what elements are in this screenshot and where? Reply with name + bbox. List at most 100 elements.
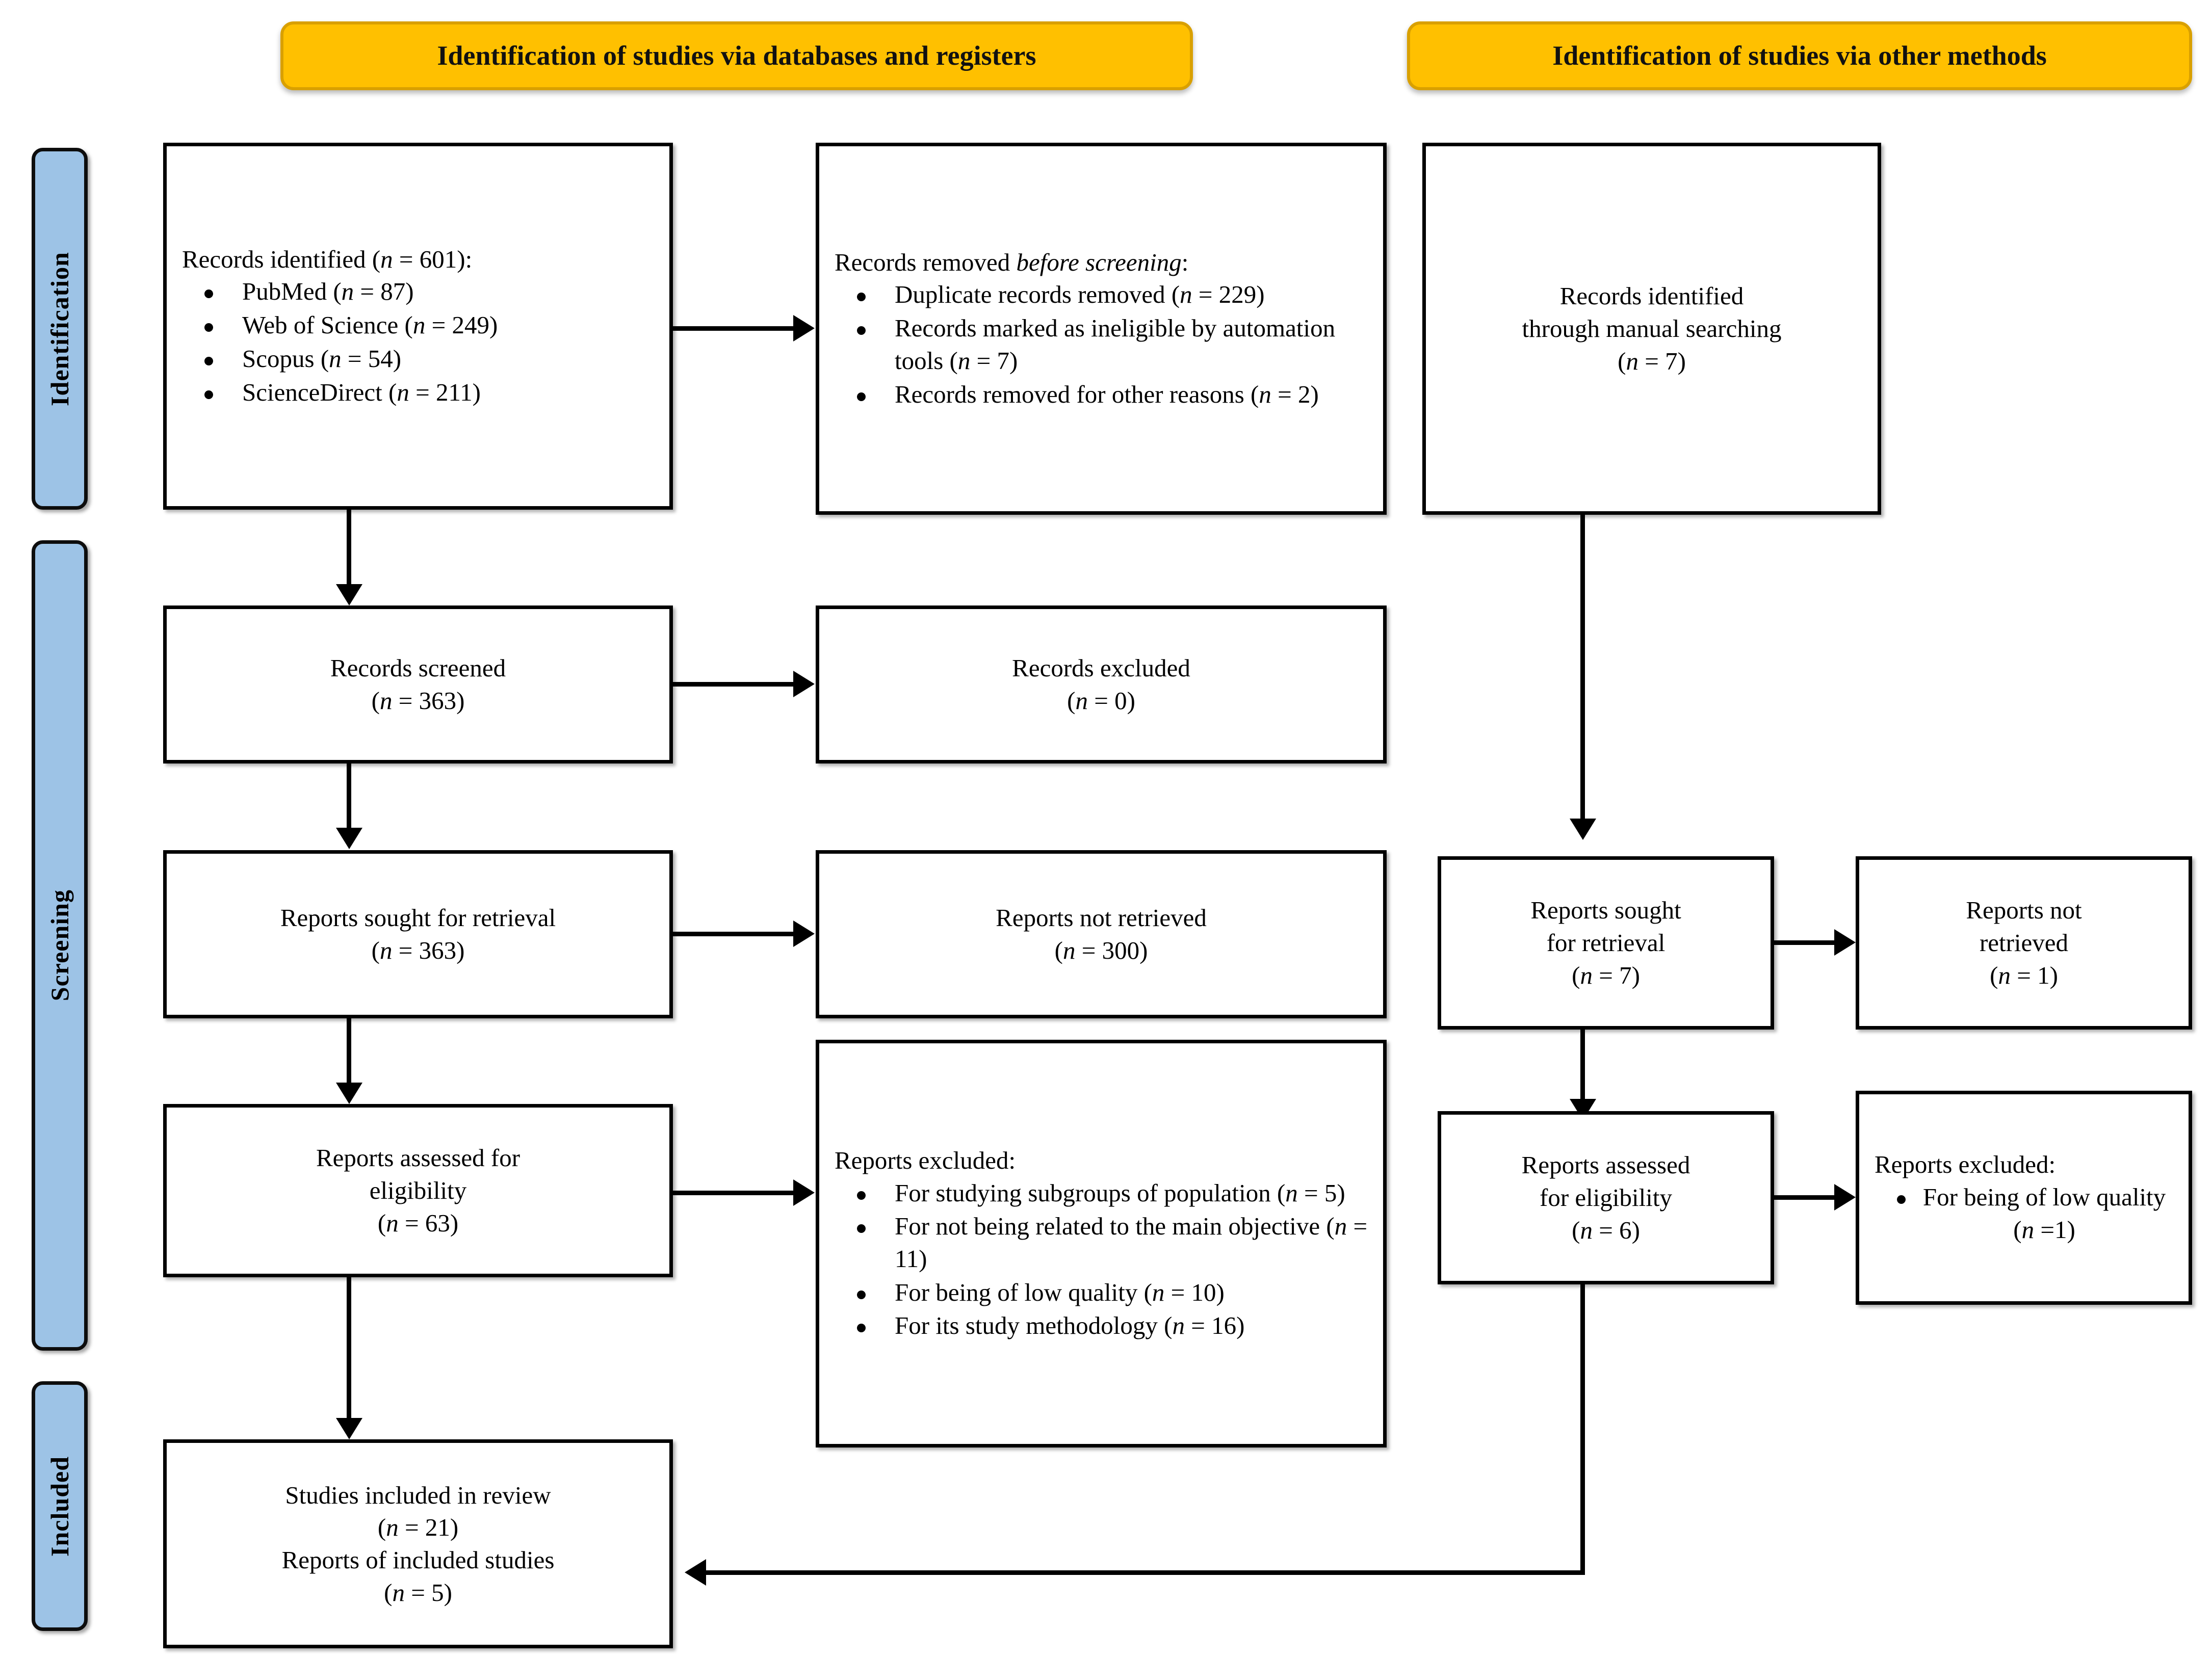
reports-assessed-other-line1: Reports assessed [1521,1151,1690,1179]
reports-not-retrieved-db-line1: Reports not retrieved [996,904,1207,932]
records-removed-header: Records removed before screening: [835,246,1368,279]
manual-identified-line2: through manual searching [1522,314,1782,343]
arrowhead-identified-to-screened [336,584,362,606]
connector-identified-to-screened [347,510,351,586]
reports-excluded-other-header: Reports excluded: [1875,1150,2056,1179]
banner-databases-label: Identification of studies via databases … [437,40,1036,71]
reports-sought-other-line1: Reports sought [1530,896,1681,925]
reports-assessed-other-line2: for eligibility [1540,1183,1672,1212]
arrowhead-manual-to-sought-other [1570,819,1596,840]
studies-included-line3: Reports of included studies [281,1546,555,1574]
reports-assessed-db-line1: Reports assessed for [316,1144,521,1172]
box-records-identified-manual: Records identified through manual search… [1422,143,1881,515]
list-item: Records marked as ineligible by automati… [835,312,1368,377]
connector-screened-to-excluded [673,682,793,687]
box-reports-assessed-eligibility: Reports assessed for eligibility (n = 63… [163,1104,673,1277]
reports-excluded-other-list: For being of low quality (n =1) [1875,1181,2173,1247]
box-reports-excluded: Reports excluded: For studying subgroups… [816,1040,1387,1448]
connector-screened-to-sought [347,764,351,830]
box-reports-not-retrieved-other: Reports not retrieved (n = 1) [1856,856,2192,1030]
records-identified-list: PubMed (n = 87) Web of Science (n = 249)… [182,275,654,409]
arrowhead-screened-to-sought [336,828,362,849]
connector-sought-other-to-not-retrieved-other [1774,940,1834,945]
box-reports-sought-retrieval-other: Reports sought for retrieval (n = 7) [1438,856,1774,1030]
arrowhead-sought-to-not-retrieved [793,920,815,947]
reports-not-retrieved-other-line3: (n = 1) [1990,961,2058,989]
rail-identification-label: Identification [45,251,74,406]
list-item: Duplicate records removed (n = 229) [835,278,1368,311]
reports-sought-other-line3: (n = 7) [1572,961,1640,989]
reports-assessed-db-line2: eligibility [369,1176,467,1205]
rail-screening-label: Screening [45,889,74,1002]
connector-assessed-other-down [1580,1284,1585,1575]
records-removed-header-plain: Records removed [835,248,1017,276]
arrowhead-identified-to-removed [793,315,815,341]
box-records-identified: Records identified (n = 601): PubMed (n … [163,143,673,510]
records-removed-header-tail: : [1181,248,1189,276]
list-item: PubMed (n = 87) [182,275,654,308]
records-screened-line2: (n = 363) [371,687,465,715]
arrowhead-other-to-included [685,1559,706,1586]
reports-sought-db-line1: Reports sought for retrieval [280,904,556,932]
arrowhead-sought-other-to-not-retrieved-other [1834,929,1856,956]
rail-screening: Screening [32,540,88,1351]
arrowhead-assessed-other-to-excluded-other [1834,1184,1856,1210]
reports-sought-db-line2: (n = 363) [371,936,465,964]
records-removed-header-italic: before screening [1016,248,1182,276]
box-records-screened: Records screened (n = 363) [163,606,673,764]
connector-sought-other-to-assessed-other [1580,1030,1585,1101]
reports-not-retrieved-other-line1: Reports not [1966,896,2082,925]
box-records-removed-before-screening: Records removed before screening: Duplic… [816,143,1387,515]
reports-assessed-db-line3: (n = 63) [377,1208,459,1237]
connector-sought-to-not-retrieved [673,932,793,936]
records-identified-header: Records identified (n = 601): [182,245,473,273]
list-item: For its study methodology (n = 16) [835,1309,1368,1342]
connector-identified-to-removed [673,326,793,331]
reports-sought-other-line2: for retrieval [1546,929,1665,957]
reports-assessed-other-line3: (n = 6) [1572,1216,1640,1244]
box-reports-sought-retrieval: Reports sought for retrieval (n = 363) [163,850,673,1018]
list-item: For being of low quality (n = 10) [835,1276,1368,1309]
studies-included-line4: (n = 5) [384,1578,452,1607]
list-item: ScienceDirect (n = 211) [182,376,654,409]
connector-assessed-to-included [347,1277,351,1420]
banner-other-methods: Identification of studies via other meth… [1407,21,2192,90]
rail-included-label: Included [45,1456,74,1557]
box-reports-not-retrieved: Reports not retrieved (n = 300) [816,850,1387,1018]
box-reports-excluded-other: Reports excluded: For being of low quali… [1856,1091,2192,1305]
list-item: For being of low quality (n =1) [1875,1181,2173,1246]
reports-excluded-list: For studying subgroups of population (n … [835,1177,1368,1343]
records-screened-line1: Records screened [330,654,506,682]
box-studies-included-in-review: Studies included in review (n = 21) Repo… [163,1439,673,1648]
records-excluded-line2: (n = 0) [1067,687,1135,715]
connector-other-to-included [706,1570,1583,1575]
records-removed-list: Duplicate records removed (n = 229) Reco… [835,278,1368,411]
connector-assessed-other-to-excluded-other [1774,1195,1834,1200]
rail-included: Included [32,1381,88,1631]
connector-manual-to-sought-other [1580,515,1585,821]
connector-assessed-to-excluded [673,1191,793,1195]
arrowhead-screened-to-excluded [793,671,815,697]
reports-not-retrieved-other-line2: retrieved [1979,929,2069,957]
arrowhead-sought-to-assessed [336,1083,362,1104]
rail-identification: Identification [32,148,88,510]
box-reports-assessed-eligibility-other: Reports assessed for eligibility (n = 6) [1438,1111,1774,1284]
reports-excluded-header: Reports excluded: [835,1146,1016,1174]
banner-other-methods-label: Identification of studies via other meth… [1552,40,2047,71]
studies-included-line2: (n = 21) [377,1513,459,1542]
arrowhead-assessed-to-excluded [793,1179,815,1206]
arrowhead-assessed-to-included [336,1418,362,1439]
list-item: For not being related to the main object… [835,1210,1368,1275]
list-item: Records removed for other reasons (n = 2… [835,378,1368,411]
studies-included-line1: Studies included in review [285,1481,551,1509]
manual-identified-line3: (n = 7) [1618,347,1686,375]
list-item: Web of Science (n = 249) [182,309,654,341]
reports-not-retrieved-db-line2: (n = 300) [1054,936,1148,964]
connector-sought-to-assessed [347,1018,351,1085]
box-records-excluded: Records excluded (n = 0) [816,606,1387,764]
banner-databases-and-registers: Identification of studies via databases … [280,21,1193,90]
list-item: Scopus (n = 54) [182,343,654,375]
manual-identified-line1: Records identified [1559,282,1744,310]
list-item: For studying subgroups of population (n … [835,1177,1368,1209]
